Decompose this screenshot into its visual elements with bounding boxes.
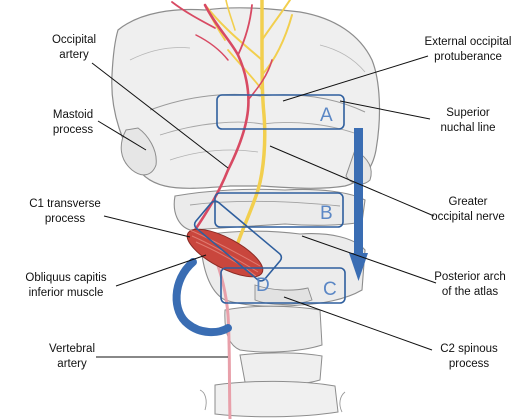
label-posterior-arch-atlas: Posterior arch of the atlas <box>425 270 515 300</box>
label-c1-transverse-line1: C1 transverse <box>20 197 110 212</box>
region-letter-c: C <box>323 279 337 300</box>
label-superior-nuchal-line2: nuchal line <box>425 121 511 136</box>
label-obliquus-capitis-line1: Obliquus capitis <box>14 271 118 286</box>
label-vertebral-artery-line2: artery <box>42 357 102 372</box>
label-c2-spinous-process: C2 spinous process <box>432 342 506 372</box>
label-superior-nuchal-line1: Superior <box>425 106 511 121</box>
label-occipital-artery-line1: Occipital <box>44 33 104 48</box>
region-letter-a: A <box>320 105 333 126</box>
label-vertebral-artery-line1: Vertebral <box>42 342 102 357</box>
label-mastoid-process: Mastoid process <box>42 108 104 138</box>
label-posterior-arch-line2: of the atlas <box>425 285 515 300</box>
label-mastoid-process-line1: Mastoid <box>42 108 104 123</box>
label-posterior-arch-line1: Posterior arch <box>425 270 515 285</box>
label-c2-spinous-line2: process <box>432 357 506 372</box>
label-greater-occipital-line2: occipital nerve <box>418 210 518 225</box>
label-occipital-artery: Occipital artery <box>44 33 104 63</box>
label-c2-spinous-line1: C2 spinous <box>432 342 506 357</box>
label-obliquus-capitis: Obliquus capitis inferior muscle <box>14 271 118 301</box>
leader-obliquus-capitis <box>116 255 206 286</box>
region-letter-d: D <box>256 275 270 296</box>
label-mastoid-process-line2: process <box>42 123 104 138</box>
label-external-occipital-protuberance: External occipital protuberance <box>415 35 521 65</box>
label-c1-transverse-line2: process <box>20 212 110 227</box>
label-occipital-artery-line2: artery <box>44 48 104 63</box>
label-external-occipital-line2: protuberance <box>415 50 521 65</box>
label-greater-occipital-nerve: Greater occipital nerve <box>418 195 518 225</box>
label-obliquus-capitis-line2: inferior muscle <box>14 286 118 301</box>
region-letter-b: B <box>320 203 333 224</box>
label-external-occipital-line1: External occipital <box>415 35 521 50</box>
label-c1-transverse-process: C1 transverse process <box>20 197 110 227</box>
label-superior-nuchal-line: Superior nuchal line <box>425 106 511 136</box>
label-vertebral-artery: Vertebral artery <box>42 342 102 372</box>
atlas-c1-drawing <box>174 189 365 230</box>
label-greater-occipital-line1: Greater <box>418 195 518 210</box>
